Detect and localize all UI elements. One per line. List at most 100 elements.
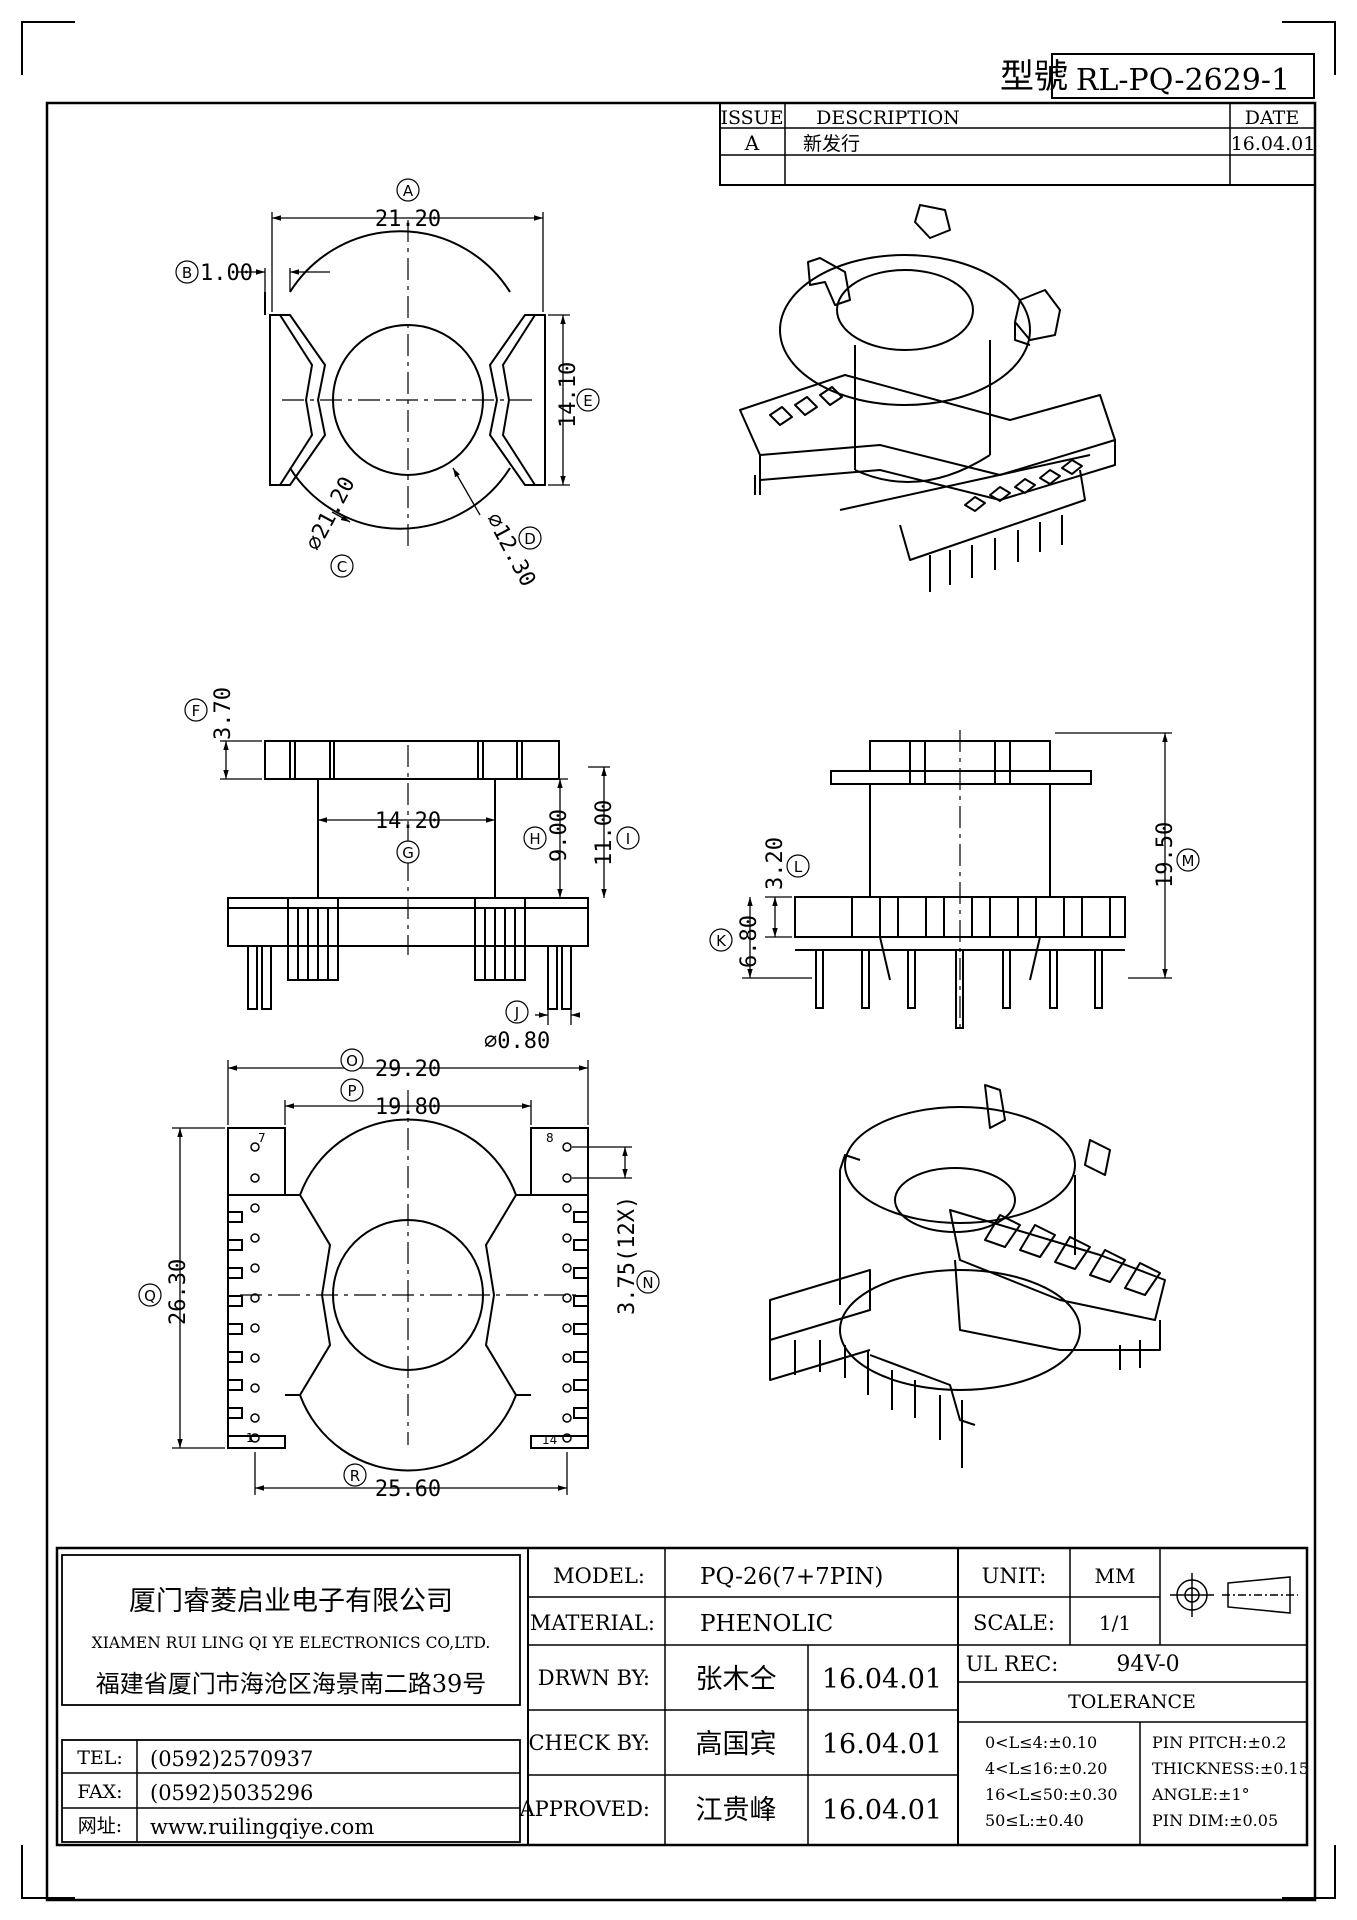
dim-M: 19.50 M <box>1153 822 1200 888</box>
dim-F-label: F <box>192 702 201 720</box>
side-view <box>794 730 1126 1030</box>
model-header-label: 型號 <box>1000 57 1068 97</box>
bottom-view-dimensions <box>172 1060 632 1495</box>
projection-symbol-icon <box>1170 1573 1298 1617</box>
dim-I: 11.00 I <box>592 800 640 866</box>
approved-date: 16.04.01 <box>822 1795 942 1826</box>
dim-Q: Q 26.30 <box>138 1259 191 1325</box>
tol-right-1: THICKNESS:±0.15 <box>1152 1759 1309 1778</box>
model-header-number: RL-PQ-2629-1 <box>1076 63 1290 98</box>
revision-col-date: DATE <box>1245 107 1299 129</box>
tol-right-0: PIN PITCH:±0.2 <box>1152 1733 1286 1752</box>
dim-D: ⌀12.30 D <box>481 509 542 591</box>
model-value: PQ-26(7+7PIN) <box>700 1564 883 1590</box>
dim-E: 14.10 E <box>556 362 600 428</box>
dim-E-value: 14.10 <box>556 362 581 428</box>
dim-B: B 1.00 <box>175 260 253 286</box>
tel-value: (0592)2570937 <box>150 1747 313 1771</box>
pin-label-7: 7 <box>258 1131 266 1145</box>
corner-marks <box>21 21 1336 1899</box>
dim-F: F 3.70 <box>184 687 236 740</box>
company-address: 福建省厦门市海沧区海景南二路39号 <box>96 1670 487 1698</box>
dim-L-label: L <box>794 858 803 876</box>
dim-L: 3.20 L <box>763 837 810 890</box>
revision-row-date: 16.04.01 <box>1231 133 1316 155</box>
drawn-date: 16.04.01 <box>822 1664 942 1695</box>
dim-G-value: 14.20 <box>375 809 441 834</box>
dim-D-value: ⌀12.30 <box>481 509 540 591</box>
dim-H: H 9.00 <box>523 809 572 862</box>
tol-left-3: 50≤L:±0.40 <box>985 1811 1084 1830</box>
dim-E-label: E <box>583 392 592 410</box>
dim-A: A 21.20 <box>375 178 441 232</box>
drawn-label: DRWN BY: <box>538 1666 650 1690</box>
dim-L-value: 3.20 <box>763 837 788 890</box>
dim-J: J ⌀0.80 <box>484 1000 550 1054</box>
dim-A-value: 21.20 <box>375 207 441 232</box>
dim-H-value: 9.00 <box>547 809 572 862</box>
dim-F-value: 3.70 <box>211 687 236 740</box>
revision-col-description: DESCRIPTION <box>816 107 960 129</box>
model-label: MODEL: <box>553 1564 645 1588</box>
dim-O: O 29.20 <box>340 1048 441 1082</box>
dim-G: 14.20 G <box>375 809 441 864</box>
dim-J-value: ⌀0.80 <box>484 1029 550 1054</box>
dim-R-value: 25.60 <box>375 1477 441 1502</box>
tol-left-2: 16<L≤50:±0.30 <box>985 1785 1118 1804</box>
dim-B-label: B <box>182 264 192 282</box>
dim-Q-label: Q <box>144 1287 156 1305</box>
top-view-dimensions <box>238 212 570 523</box>
ul-label: UL REC: <box>966 1652 1059 1676</box>
dim-G-label: G <box>402 844 414 862</box>
dim-A-label: A <box>403 182 414 200</box>
dim-O-value: 29.20 <box>375 1057 441 1082</box>
title-block-frame <box>55 1546 1309 1847</box>
dim-N-label: N <box>642 1274 653 1292</box>
revision-col-issue: ISSUE <box>720 107 783 129</box>
front-view-dimensions <box>220 740 610 1025</box>
approved-label: APPROVED: <box>519 1797 651 1821</box>
tol-left-1: 4<L≤16:±0.20 <box>985 1759 1107 1778</box>
ul-value: 94V-0 <box>1116 1652 1179 1677</box>
top-view <box>264 220 546 548</box>
dim-Q-value: 26.30 <box>166 1259 191 1325</box>
dim-P: P 19.80 <box>340 1078 441 1120</box>
dim-K: K 6.80 <box>709 915 762 968</box>
pin-label-8: 8 <box>546 1131 554 1145</box>
dim-R-label: R <box>350 1467 360 1485</box>
dim-I-label: I <box>626 830 630 848</box>
pin-label-14: 14 <box>542 1433 557 1447</box>
dim-C-value: ⌀21.20 <box>301 473 360 555</box>
dim-D-label: D <box>524 530 536 548</box>
outer-border <box>45 101 1317 1902</box>
web-label: 网址: <box>78 1815 122 1837</box>
dim-O-label: O <box>346 1052 358 1070</box>
fax-value: (0592)5035296 <box>150 1781 313 1805</box>
dim-H-label: H <box>529 830 540 848</box>
side-view-dimensions <box>742 732 1172 979</box>
material-value: PHENOLIC <box>700 1611 833 1637</box>
revision-table <box>719 102 1316 186</box>
front-view <box>227 740 589 1010</box>
dim-C-label: C <box>337 558 347 576</box>
unit-value: MM <box>1095 1564 1136 1588</box>
dim-N-value: 3.75(12X) <box>615 1196 640 1315</box>
dim-K-label: K <box>716 932 727 950</box>
dim-P-label: P <box>347 1082 356 1100</box>
check-label: CHECK BY: <box>528 1731 650 1755</box>
isometric-view-bottom <box>769 1084 1166 1468</box>
fax-label: FAX: <box>77 1781 122 1803</box>
tel-label: TEL: <box>77 1747 123 1769</box>
dim-M-label: M <box>1182 852 1195 870</box>
drawn-name: 张木仝 <box>696 1664 777 1695</box>
tol-left-0: 0<L≤4:±0.10 <box>985 1733 1097 1752</box>
dim-N: 3.75(12X) N <box>615 1196 660 1315</box>
dim-J-label: J <box>514 1004 519 1022</box>
check-date: 16.04.01 <box>822 1729 942 1760</box>
web-value: www.ruilingqiye.com <box>150 1815 374 1839</box>
revision-row-description: 新发行 <box>803 133 860 155</box>
tol-right-3: PIN DIM:±0.05 <box>1152 1811 1278 1830</box>
dim-I-value: 11.00 <box>592 800 617 866</box>
isometric-view-top <box>739 204 1116 592</box>
